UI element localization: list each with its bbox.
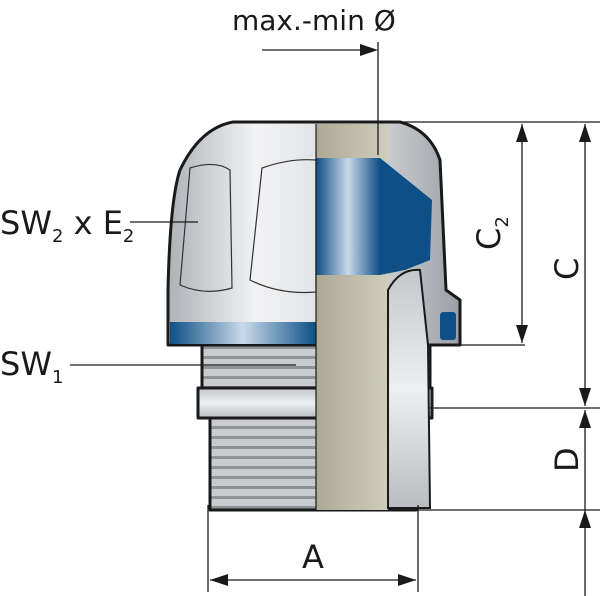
o-ring (440, 312, 456, 340)
a-label: A (302, 538, 324, 576)
body-section (387, 268, 432, 509)
d-label: D (548, 447, 586, 472)
sw1-label: SW1 (0, 345, 63, 388)
flat-face-1 (179, 163, 233, 292)
dimension-lines (70, 42, 600, 596)
diameter-label: max.-min Ø (232, 4, 396, 37)
c2-label: C2 (470, 216, 513, 250)
c-label: C (548, 258, 586, 280)
seal-inner (316, 158, 380, 275)
seal-band (170, 322, 316, 344)
sw2-e2-label: SW2 x E2 (0, 204, 134, 247)
